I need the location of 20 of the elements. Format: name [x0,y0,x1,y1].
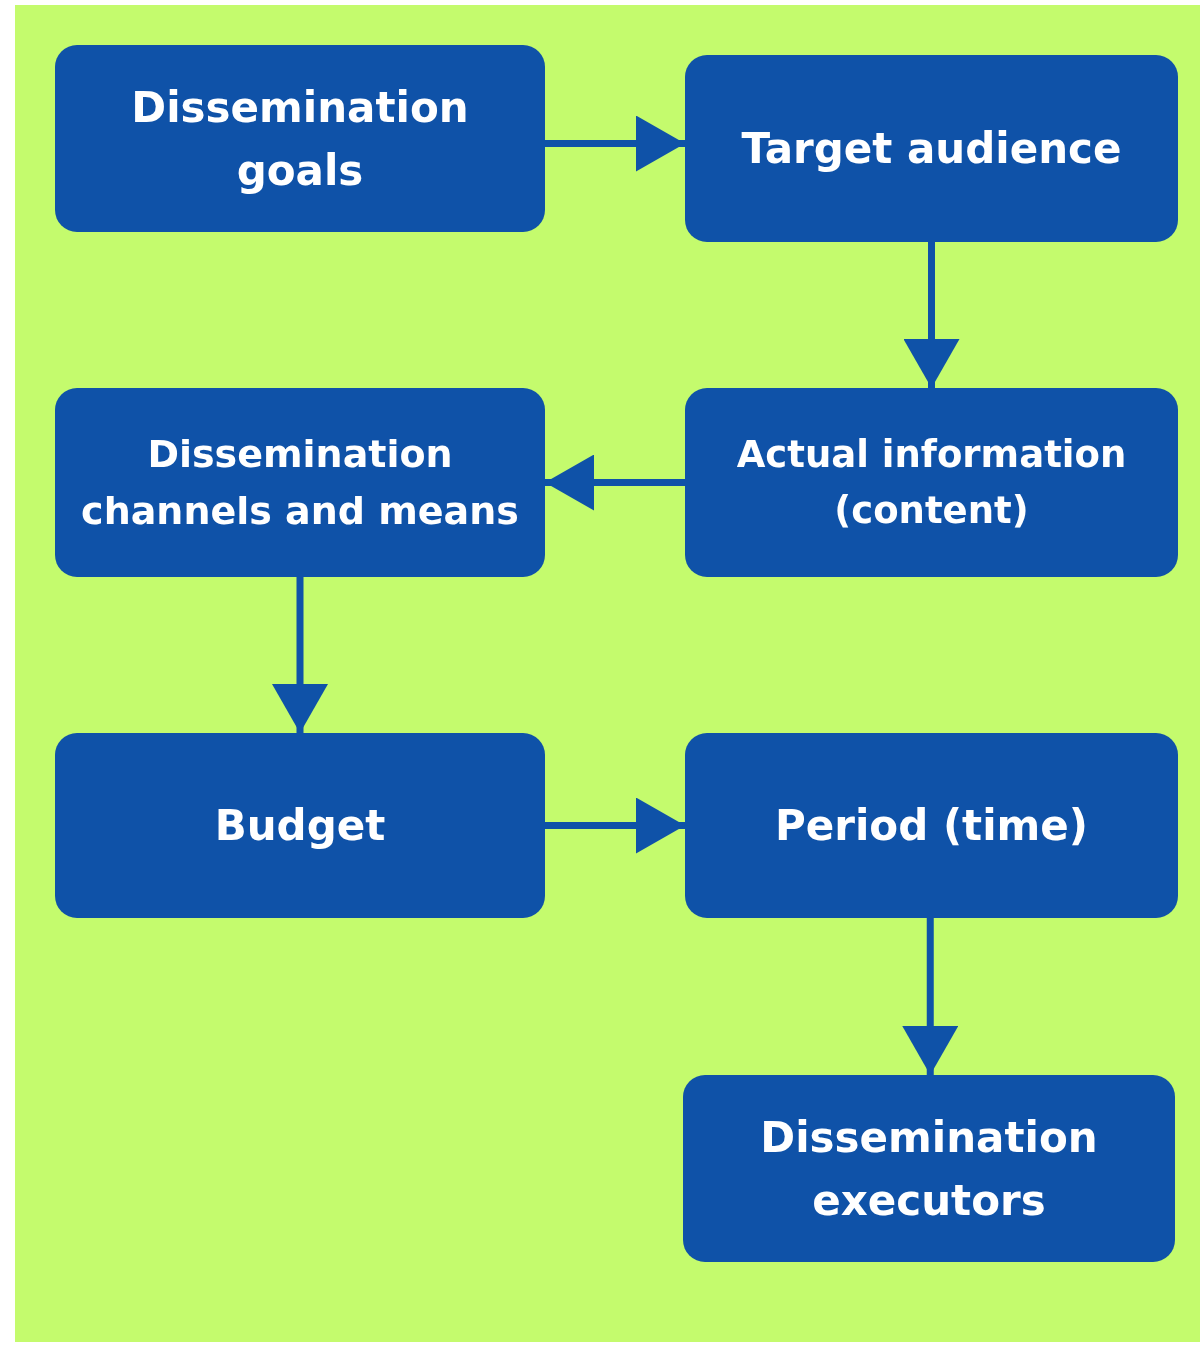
arrow [903,242,960,388]
arrow [545,454,685,511]
process-box [685,733,1178,918]
box-label: Period (time) [775,800,1088,852]
process-box [685,388,1178,577]
process-box [685,55,1178,242]
box-label: Dissemination channels and means [80,430,520,535]
process-box [683,1075,1175,1262]
process-box [55,45,545,232]
process-box [55,733,545,918]
box-label: Budget [214,800,386,852]
arrow [545,115,685,172]
box-label: Actual information (content) [735,432,1128,534]
box-label: Target audience [741,123,1122,175]
box-label: Dissemination executors [759,1111,1099,1227]
arrow [272,577,328,733]
arrow [545,797,685,854]
arrow [902,918,959,1075]
box-label: Dissemination goals [130,81,470,197]
process-box [55,388,545,577]
